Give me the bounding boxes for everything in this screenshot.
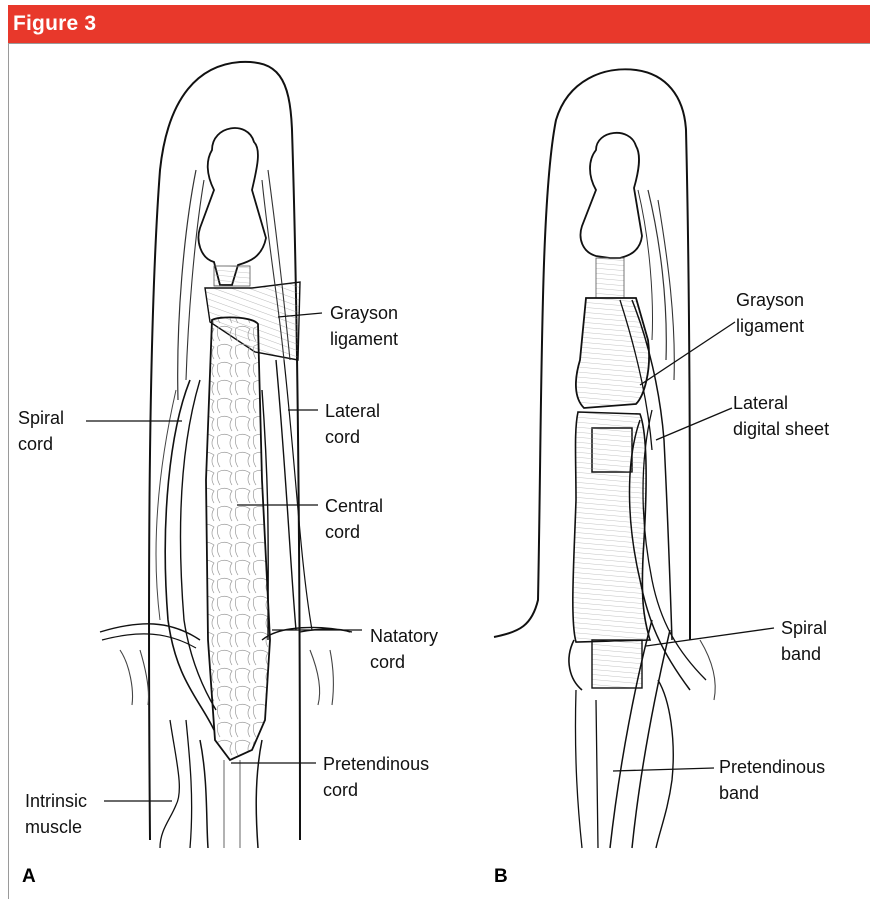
panel-a-intrinsic-muscle (160, 720, 192, 848)
panel-a-letter: A (22, 866, 36, 888)
panel-b-letter: B (494, 866, 508, 888)
panel-b-proximal-phalanx (573, 412, 650, 642)
panel-a-distal-phalanx (199, 128, 266, 285)
panel-b-distal-phalanx (581, 133, 642, 258)
panel-a-central-cord (206, 317, 270, 760)
panel-a-drawing (86, 62, 362, 848)
panel-b-drawing (494, 69, 774, 848)
